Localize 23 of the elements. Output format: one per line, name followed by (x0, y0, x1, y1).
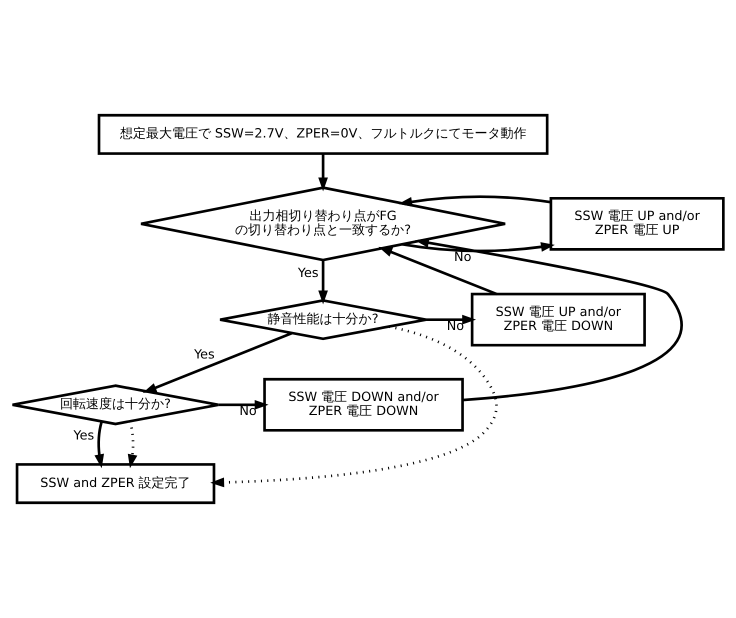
edge-label: No (239, 404, 257, 420)
arrow (210, 325, 498, 488)
arrow (414, 238, 683, 402)
node-box: 想定最大電圧で SSW=2.7V、ZPER=0V、フルトルクにてモータ動作 (98, 114, 548, 155)
arrow (426, 314, 476, 324)
node-box: SSW 電圧 UP and/or ZPER 電圧 UP (550, 196, 725, 251)
arrow (128, 421, 138, 468)
edge-label: No (446, 318, 464, 334)
node-box: SSW and ZPER 設定完了 (16, 463, 216, 504)
arrow (398, 195, 552, 207)
arrow (142, 332, 293, 393)
arrow (402, 242, 555, 252)
arrow (378, 246, 498, 296)
edge-label: Yes (298, 266, 318, 282)
node-box: SSW 電圧 DOWN and/or ZPER 電圧 DOWN (263, 378, 464, 432)
edge-label: Yes (194, 348, 215, 363)
node-diamond: 静音性能は十分か? (218, 299, 428, 340)
arrow (94, 421, 104, 468)
edge-label: Yes (74, 428, 94, 444)
arrow (318, 154, 328, 192)
arrow (218, 400, 269, 410)
node-box: SSW 電圧 UP and/or ZPER 電圧 DOWN (470, 292, 646, 347)
arrow (318, 260, 328, 304)
